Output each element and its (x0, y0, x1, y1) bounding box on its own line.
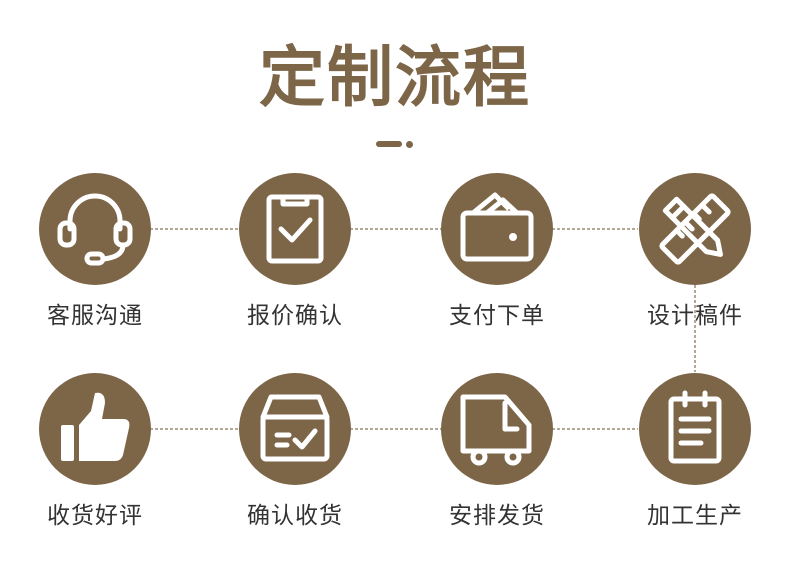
step-design: 设计稿件 (615, 173, 775, 331)
clipboard-check-icon (266, 194, 324, 264)
headset-icon (57, 193, 133, 266)
wallet-icon (460, 192, 534, 262)
step-label: 报价确认 (247, 303, 343, 329)
step-circle (639, 373, 751, 485)
page-title: 定制流程 (259, 39, 531, 116)
truck-icon (460, 394, 532, 466)
step-circle (639, 173, 751, 285)
step-circle (239, 173, 351, 285)
step-shipping: 安排发货 (417, 373, 577, 531)
step-circle (239, 373, 351, 485)
step-label: 收货好评 (47, 503, 143, 529)
step-receipt-confirm: 确认收货 (215, 373, 375, 531)
step-production: 加工生产 (615, 373, 775, 531)
box-check-icon (260, 394, 330, 462)
title-divider-dot (406, 141, 413, 148)
step-label: 安排发货 (449, 503, 545, 529)
step-label: 加工生产 (647, 503, 743, 529)
title-divider (376, 141, 416, 149)
step-customer-service: 客服沟通 (15, 173, 175, 331)
step-payment: 支付下单 (417, 173, 577, 331)
ruler-pencil-icon (659, 193, 731, 265)
thumbs-up-icon (61, 392, 130, 461)
step-label: 确认收货 (247, 503, 343, 529)
step-review: 收货好评 (15, 373, 175, 531)
step-circle (441, 173, 553, 285)
step-quote-confirm: 报价确认 (215, 173, 375, 331)
step-circle (39, 373, 151, 485)
step-label: 客服沟通 (47, 303, 143, 329)
step-circle (441, 373, 553, 485)
document-list-icon (668, 390, 722, 464)
step-label: 设计稿件 (647, 303, 743, 329)
step-circle (39, 173, 151, 285)
title-divider-bar (376, 141, 402, 147)
step-label: 支付下单 (449, 303, 545, 329)
